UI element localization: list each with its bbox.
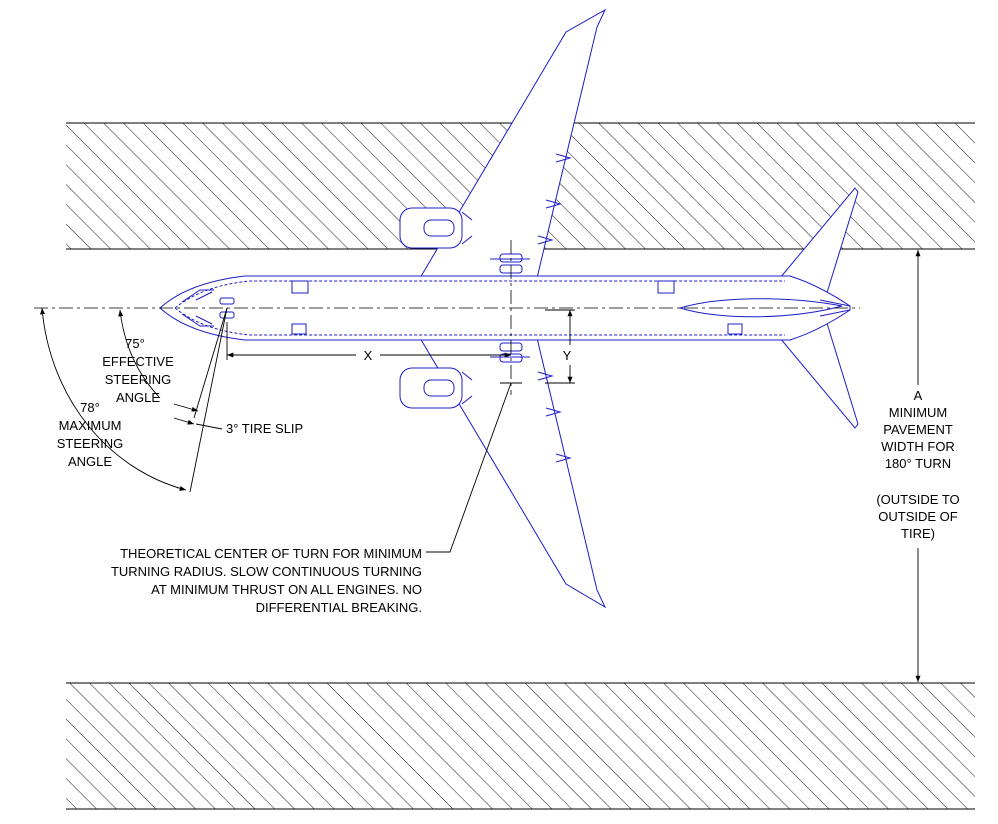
y-dimension-label: Y [563, 348, 572, 363]
center-of-turn-leader [426, 382, 512, 553]
maximum-steering-label: 78° MAXIMUM STEERING ANGLE [57, 400, 123, 469]
svg-text:OUTSIDE OF: OUTSIDE OF [878, 509, 958, 524]
fuselage-inner [174, 280, 785, 336]
tire-slip-label: 3° TIRE SLIP [226, 421, 303, 436]
svg-text:180° TURN: 180° TURN [885, 456, 951, 471]
svg-text:WIDTH FOR: WIDTH FOR [881, 439, 955, 454]
svg-text:TIRE): TIRE) [901, 526, 935, 541]
aircraft-outline [159, 8, 859, 609]
svg-text:MINIMUM: MINIMUM [889, 405, 948, 420]
svg-text:STEERING: STEERING [105, 372, 171, 387]
effective-steering-label: 75° EFFECTIVE STEERING ANGLE [102, 336, 174, 405]
svg-text:TURNING RADIUS. SLOW CONTINUOU: TURNING RADIUS. SLOW CONTINUOUS TURNING [111, 564, 422, 579]
door [727, 323, 743, 335]
engine-upper [399, 207, 473, 249]
svg-text:MAXIMUM: MAXIMUM [59, 418, 122, 433]
engine-lower [399, 367, 473, 409]
door [657, 280, 675, 294]
x-dimension-label: X [364, 348, 373, 363]
svg-text:ANGLE: ANGLE [68, 454, 112, 469]
svg-text:AT MINIMUM THRUST ON ALL ENGIN: AT MINIMUM THRUST ON ALL ENGINES. NO [151, 582, 422, 597]
center-of-turn-label: THEORETICAL CENTER OF TURN FOR MINIMUM T… [111, 546, 422, 615]
svg-text:EFFECTIVE: EFFECTIVE [102, 354, 174, 369]
vertical-fin [678, 298, 843, 318]
pavement-width-label: A MINIMUM PAVEMENT WIDTH FOR 180° TURN (… [876, 388, 959, 541]
cockpit-windows [181, 289, 214, 327]
svg-text:PAVEMENT: PAVEMENT [883, 422, 953, 437]
door [291, 280, 309, 294]
svg-text:DIFFERENTIAL BREAKING.: DIFFERENTIAL BREAKING. [256, 600, 422, 615]
svg-text:78°: 78° [80, 400, 100, 415]
nose-gear [219, 297, 235, 319]
svg-text:STEERING: STEERING [57, 436, 123, 451]
svg-text:75°: 75° [125, 336, 145, 351]
svg-text:THEORETICAL CENTER OF TURN FOR: THEORETICAL CENTER OF TURN FOR MINIMUM [120, 546, 422, 561]
steering-geometry [40, 307, 228, 493]
svg-text:ANGLE: ANGLE [116, 390, 160, 405]
svg-text:(OUTSIDE TO: (OUTSIDE TO [876, 492, 959, 507]
flap-fairings [537, 153, 572, 463]
door [291, 323, 307, 335]
svg-text:A: A [914, 388, 923, 403]
pavement-bottom [66, 682, 975, 810]
